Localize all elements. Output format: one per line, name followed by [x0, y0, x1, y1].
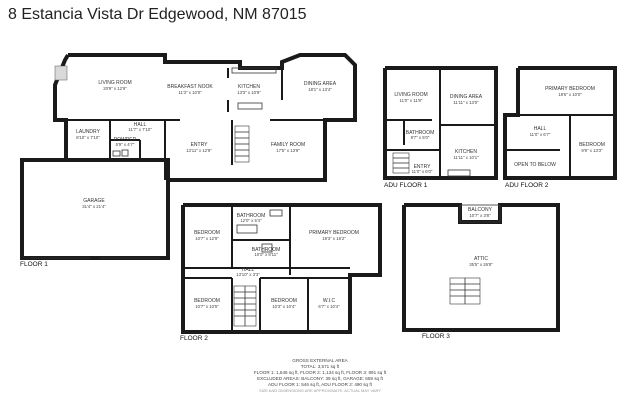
tub — [236, 224, 258, 234]
adu1-dining-area-dims: 11'11" x 13'0" — [453, 100, 479, 105]
f2-hall-dims: 13'10" x 3'3" — [236, 272, 260, 277]
kitchen-island — [237, 102, 263, 110]
adu1-bathroom-dims: 8'7" x 5'0" — [411, 135, 430, 140]
adu-floor-2-plan: PRIMARY BEDROOM 18'6" x 10'0" HALL 11'0"… — [503, 66, 617, 189]
f2-bedroom-sw-dims: 10'7" x 10'5" — [195, 304, 219, 309]
f3-balcony-name: BALCONY — [468, 207, 493, 213]
kitchen-counter — [231, 67, 277, 74]
f1-powder-dims: 5'9" x 4'7" — [116, 142, 135, 147]
f2-primary-bedroom-name: PRIMARY BEDROOM — [309, 230, 359, 236]
adu2-bedroom-name: BEDROOM — [579, 142, 605, 148]
f2-wic-dims: 6'7" x 10'4" — [318, 304, 340, 309]
f2-bedroom-s-dims: 10'3" x 10'4" — [272, 304, 296, 309]
floor-3-label: FLOOR 3 — [422, 333, 450, 340]
adu1-kitchen-dims: 11'11" x 10'1" — [453, 155, 479, 160]
balcony — [459, 204, 501, 223]
adu1-kitchen-name: KITCHEN — [455, 149, 477, 155]
f2-bathroom-top-name: BATHROOM — [237, 213, 266, 219]
f2-bathroom-mid-dims: 10'0" x 8'11" — [254, 252, 278, 257]
f1-family-room-name: FAMILY ROOM — [271, 142, 305, 148]
adu-floor-1-plan: LIVING ROOM 11'0" x 11'8" DINING AREA 11… — [383, 66, 498, 189]
f1-entry-dims: 13'11" x 12'9" — [186, 148, 212, 153]
f3-attic-dims: 35'5" x 26'8" — [469, 262, 493, 267]
f1-laundry-name: LAUNDRY — [76, 129, 100, 135]
f2-bedroom-s-name: BEDROOM — [271, 298, 297, 304]
page-title: 8 Estancia Vista Dr Edgewood, NM 87015 — [8, 6, 307, 23]
f2-primary-bedroom-dims: 19'3" x 16'2" — [322, 236, 346, 241]
f1-powder-name: POWDER — [114, 137, 137, 143]
floor-2-label: FLOOR 2 — [180, 335, 208, 342]
adu2-hall-dims: 11'0" x 6'7" — [530, 132, 551, 137]
f1-kitchen-name: KITCHEN — [238, 84, 260, 90]
fireplace — [54, 65, 68, 81]
adu2-primary-bedroom-dims: 18'6" x 10'0" — [558, 92, 582, 97]
f1-dining-area-dims: 18'1" x 13'4" — [308, 87, 332, 92]
summary-excluded: EXCLUDED AREAS: BALCONY: 39 sq ft, GARAG… — [257, 376, 383, 381]
vanity — [269, 209, 283, 217]
f2-hall-name: HALL — [242, 267, 255, 273]
powder-sink — [112, 150, 121, 157]
adu1-entry-name: ENTRY — [414, 164, 432, 170]
f2-bedroom-sw-name: BEDROOM — [194, 298, 220, 304]
f1-family-room-dims: 17'5" x 13'9" — [276, 148, 300, 153]
f3-attic-name: ATTIC — [474, 256, 488, 262]
summary-disclaimer: SIZE AND DIMENSIONS ARE APPROXIMATE, ACT… — [259, 388, 381, 393]
adu1-bathroom-name: BATHROOM — [406, 130, 435, 136]
adu2-bedroom-dims: 9'9" x 13'3" — [581, 148, 603, 153]
f1-living-room-dims: 20'9" x 12'9" — [103, 86, 127, 91]
adu-floor-1-label: ADU FLOOR 1 — [384, 182, 428, 189]
f1-entry-name: ENTRY — [191, 142, 209, 148]
floor-2-plan: BEDROOM 10'7" x 12'9" BATHROOM 12'0" x 5… — [180, 203, 382, 342]
adu2-primary-bedroom-name: PRIMARY BEDROOM — [545, 86, 595, 92]
summary-total: TOTAL: 3,571 sq ft — [300, 364, 340, 369]
floor-3-plan: BALCONY 10'7" x 3'8" ATTIC 35'5" x 26'8"… — [402, 203, 560, 340]
powder-toilet — [121, 149, 129, 157]
summary-adu: ADU FLOOR 1: 546 sq ft, ADU FLOOR 2: 490… — [268, 382, 372, 387]
floor-1-plan: LIVING ROOM 20'9" x 12'9" BREAKFAST NOOK… — [20, 53, 357, 268]
adu1-entry-dims: 11'0" x 6'0" — [412, 169, 433, 174]
adu2-hall-name: HALL — [534, 126, 547, 132]
f1-garage-dims: 31'4" x 21'4" — [82, 204, 106, 209]
adu1-dining-area-name: DINING AREA — [450, 94, 483, 100]
bath-sink — [261, 243, 273, 253]
f2-bathroom-top-dims: 12'0" x 5'4" — [240, 218, 262, 223]
adu1-living-room-dims: 11'0" x 11'8" — [400, 98, 423, 103]
f1-breakfast-nook-name: BREAKFAST NOOK — [167, 84, 213, 90]
f1-breakfast-nook-dims: 11'3" x 10'0" — [178, 90, 202, 95]
f1-garage-name: GARAGE — [83, 198, 105, 204]
adu2-open-to-below: OPEN TO BELOW — [514, 162, 556, 168]
f2-wic-name: W.I.C — [323, 298, 336, 304]
summary-heading: GROSS EXTERNAL AREA — [292, 358, 348, 363]
f2-bathroom-mid-name: BATHROOM — [252, 247, 281, 253]
f2-bedroom-nw-dims: 10'7" x 12'9" — [195, 236, 219, 241]
summary-floors: FLOOR 1: 1,546 sq ft, FLOOR 2: 1,134 sq … — [253, 370, 387, 375]
adu-kitchen-counter — [447, 169, 471, 177]
f1-laundry-dims: 8'10" x 7'10" — [76, 135, 100, 140]
f1-hall-dims: 11'7" x 7'10" — [128, 127, 152, 132]
f1-dining-area-name: DINING AREA — [304, 81, 337, 87]
f3-balcony-dims: 10'7" x 3'8" — [469, 213, 491, 218]
adu1-living-room-name: LIVING ROOM — [394, 92, 427, 98]
f1-kitchen-dims: 13'3" x 10'9" — [237, 90, 261, 95]
floor-1-label: FLOOR 1 — [20, 261, 48, 268]
f1-hall-name: HALL — [134, 122, 147, 128]
f1-living-room-name: LIVING ROOM — [98, 80, 131, 86]
adu-floor-2-label: ADU FLOOR 2 — [505, 182, 549, 189]
f2-bedroom-nw-name: BEDROOM — [194, 230, 220, 236]
